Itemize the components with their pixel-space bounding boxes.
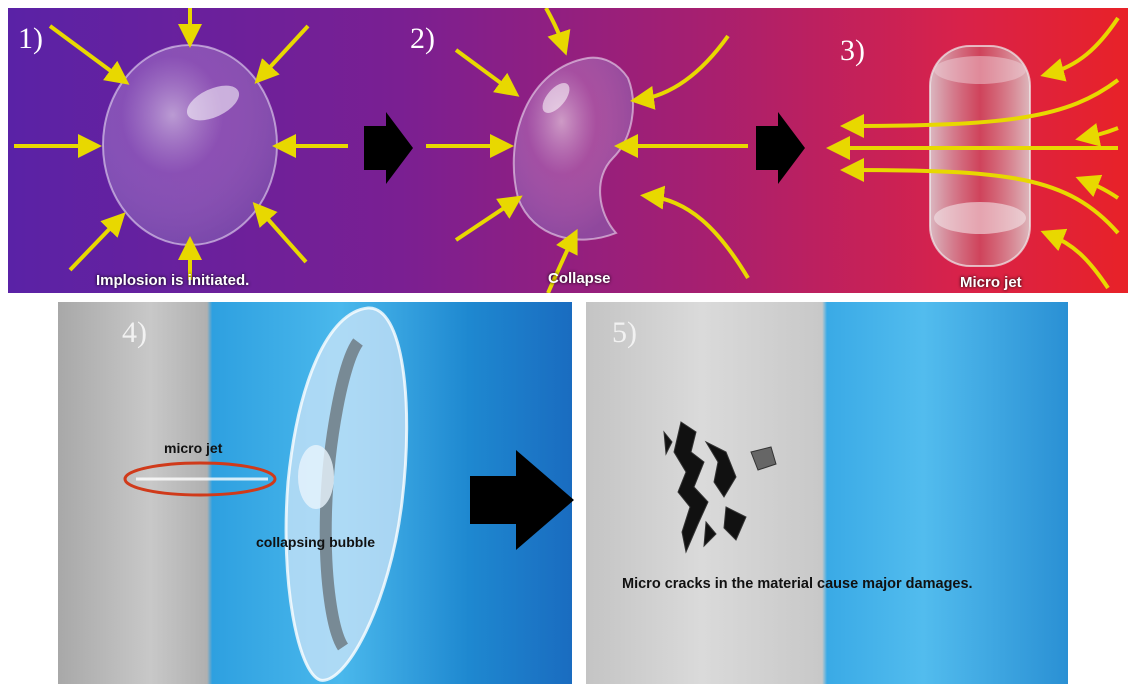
step5-graphics (586, 302, 1068, 684)
step3-number: 3) (840, 36, 865, 66)
collapsing-bubble (286, 308, 407, 680)
top-strip: 1) Implosion is initiated. 2) Collapse 3… (8, 8, 1128, 293)
step2-caption: Collapse (548, 270, 611, 287)
step2-number: 2) (410, 24, 435, 54)
step1-number: 1) (18, 24, 43, 54)
micro-jet-label: micro jet (164, 440, 222, 456)
step5-caption: Micro cracks in the material cause major… (622, 576, 973, 592)
step1-caption: Implosion is initiated. (96, 272, 249, 289)
step5-number: 5) (612, 318, 637, 348)
step3-cylinder (930, 46, 1030, 266)
step2-bubble (514, 58, 633, 240)
collapsing-bubble-label: collapsing bubble (256, 534, 375, 550)
micro-jet-highlight (125, 463, 275, 495)
step1-bubble (103, 45, 277, 245)
top-strip-graphics (8, 8, 1128, 293)
step4-number: 4) (122, 318, 147, 348)
step3-caption: Micro jet (960, 274, 1022, 291)
micro-cracks (664, 422, 776, 552)
right-arrow-icon (468, 450, 578, 550)
right-arrow-icon (364, 112, 413, 184)
right-arrow-icon (756, 112, 805, 184)
step5-panel: 5) Micro cracks in the material cause ma… (586, 302, 1068, 684)
